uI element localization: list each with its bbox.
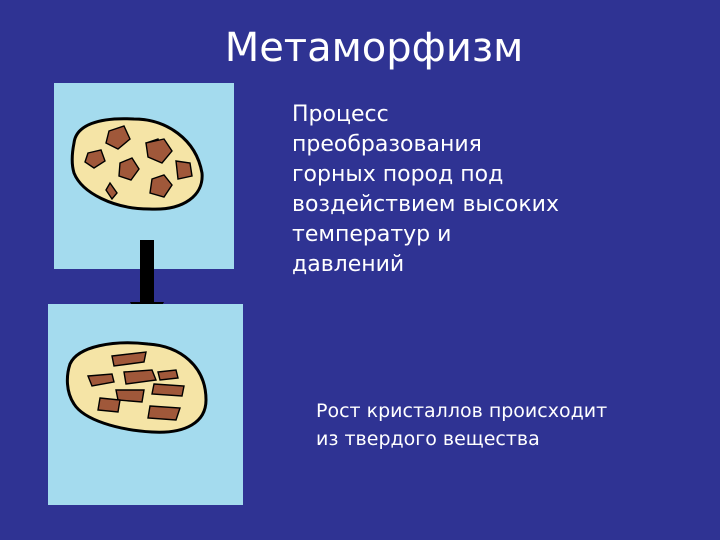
crystal xyxy=(105,181,118,201)
crystal xyxy=(118,157,140,181)
caption-line: Рост кристаллов происходит xyxy=(316,400,608,422)
crystal-growth-caption: Рост кристаллов происходит из твердого в… xyxy=(316,397,676,453)
crystal xyxy=(105,125,131,150)
description-line: температур и xyxy=(292,222,452,247)
crystal xyxy=(157,369,179,381)
rock-after-panel xyxy=(48,304,243,505)
crystal xyxy=(145,138,173,164)
slide-title: Метаморфизм xyxy=(224,25,524,71)
crystal xyxy=(115,389,145,403)
description-line: горных пород под xyxy=(292,162,504,187)
crystal xyxy=(86,373,115,387)
crystal xyxy=(175,160,193,180)
rock-after-illustration xyxy=(65,341,208,434)
process-description: Процесс преобразования горных пород под … xyxy=(292,100,612,280)
description-line: преобразования xyxy=(292,132,482,157)
crystal xyxy=(151,383,185,397)
caption-line: из твердого вещества xyxy=(316,428,540,450)
crystal xyxy=(84,149,106,169)
crystal xyxy=(123,369,157,385)
crystal xyxy=(147,405,181,421)
description-line: воздействием высоких xyxy=(292,192,559,217)
rock-before-illustration xyxy=(70,117,204,211)
rock-before-panel xyxy=(54,83,234,269)
crystal xyxy=(97,397,121,413)
description-line: давлений xyxy=(292,252,405,277)
crystal xyxy=(149,174,173,198)
crystal xyxy=(111,351,147,367)
description-line: Процесс xyxy=(292,102,389,127)
